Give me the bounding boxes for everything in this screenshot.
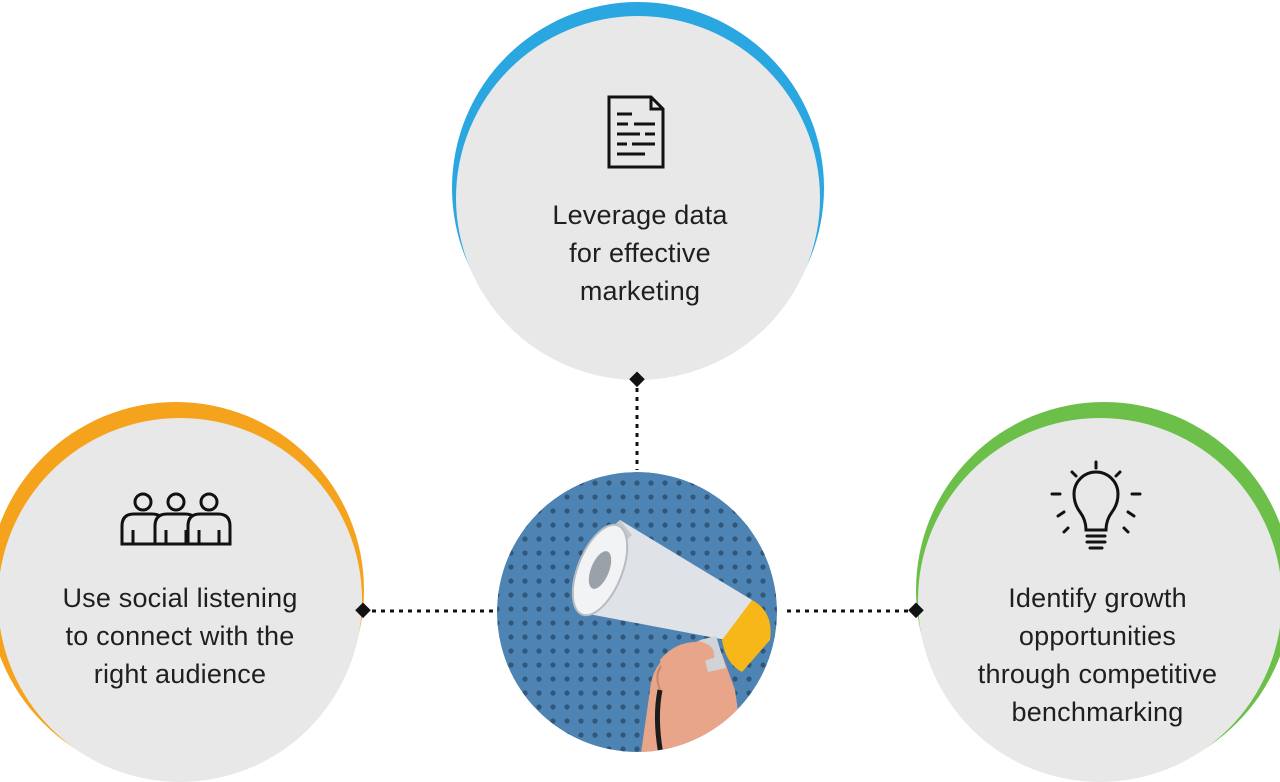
connector-top-diamond bbox=[629, 371, 645, 388]
node-left-label-line: right audience bbox=[93, 659, 267, 689]
people-group-icon bbox=[120, 492, 232, 546]
connectors bbox=[372, 388, 908, 613]
document-icon bbox=[607, 95, 665, 169]
node-left-label-line: Use social listening bbox=[62, 583, 298, 613]
node-right bbox=[916, 402, 1280, 782]
node-right-label: Identify growth opportunities through co… bbox=[930, 579, 1265, 731]
node-left-label: Use social listening to connect with the… bbox=[10, 579, 350, 693]
node-right-label-line: benchmarking bbox=[1011, 697, 1184, 727]
node-top-label-line: for effective bbox=[569, 238, 711, 268]
node-left-label-line: to connect with the bbox=[65, 621, 295, 651]
connector-right-diamond bbox=[908, 602, 924, 619]
node-right-label-line: Identify growth bbox=[1008, 583, 1187, 613]
node-right-label-line: through competitive bbox=[977, 659, 1218, 689]
node-top-circle bbox=[456, 16, 820, 380]
lightbulb-icon bbox=[1050, 460, 1142, 550]
node-top-label: Leverage data for effective marketing bbox=[500, 196, 780, 310]
node-left bbox=[0, 402, 364, 782]
node-top bbox=[452, 2, 824, 380]
node-top-label-line: Leverage data bbox=[552, 200, 728, 230]
node-right-circle bbox=[918, 418, 1280, 782]
node-left-circle bbox=[0, 418, 362, 782]
node-top-label-line: marketing bbox=[579, 276, 701, 306]
node-right-label-line: opportunities bbox=[1018, 621, 1177, 651]
megaphone-photo bbox=[497, 472, 777, 752]
